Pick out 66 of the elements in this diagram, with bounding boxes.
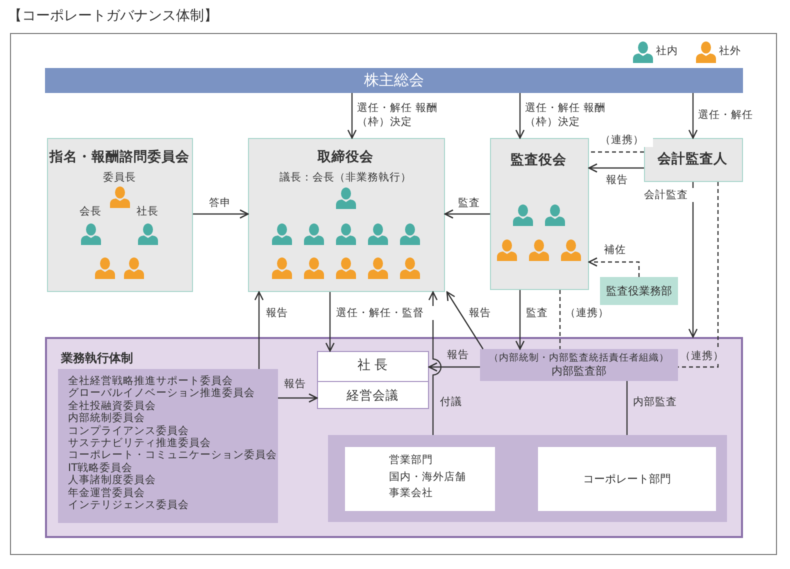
- node-text: 委員長: [103, 171, 136, 184]
- arrow: [193, 209, 249, 219]
- committee-name: 人事諸制度委員会: [68, 475, 156, 487]
- node-title: 会計監査人: [658, 150, 728, 167]
- node-text: 内部監査部: [552, 364, 606, 378]
- node-text: 経営会議: [346, 387, 398, 402]
- arrow: [428, 291, 442, 435]
- dashed-connector: [678, 182, 719, 368]
- arrow: [325, 292, 335, 352]
- board-panel: [248, 138, 445, 292]
- node-title: 監査役業務部: [606, 284, 672, 298]
- dashed-connector: [589, 151, 644, 153]
- node-title: 株主総会: [364, 71, 424, 89]
- arrow: [688, 182, 698, 338]
- committee-name: コンプライアンス委員会: [68, 426, 189, 437]
- committee-name: 全社経営戦略推進サポート委員会: [68, 376, 233, 387]
- committee-name: IT戦略委員会: [68, 462, 133, 474]
- arrow: [444, 209, 490, 219]
- edge-label: 会計監査: [643, 188, 697, 202]
- node-title: 監査役会: [510, 151, 566, 168]
- committee-name: グローバルイノベーション推進委員会: [68, 388, 255, 400]
- node-title: 指名・報酬諮問委員会: [50, 148, 190, 165]
- legend-label: 社外: [719, 45, 741, 58]
- node-title: 社 長: [357, 358, 388, 374]
- committee-name: インテリジェンス委員会: [68, 500, 189, 512]
- node-title: コーポレート部門: [583, 472, 671, 486]
- shareholders-bar: [45, 68, 743, 93]
- accounting-auditor-box: [644, 138, 743, 182]
- office-box: [600, 277, 678, 305]
- committee-list-panel: [58, 369, 278, 523]
- arrow: [428, 362, 480, 372]
- committee-name: 内部統制委員会: [68, 413, 145, 425]
- arrow: [278, 393, 318, 403]
- division-name: 国内・海外店舗: [389, 472, 466, 484]
- node-text: 会長: [80, 205, 102, 218]
- executive-panel: [45, 337, 743, 538]
- node-text: 社長: [136, 205, 158, 218]
- arrow: [347, 93, 357, 139]
- committee-name: 年金運営委員会: [68, 488, 145, 500]
- arrow: [515, 290, 525, 350]
- arrow: [515, 93, 525, 139]
- division-name: 事業会社: [389, 488, 433, 500]
- arrow: [688, 93, 698, 139]
- diagram-title: 【コーポレートガバナンス体制】: [8, 8, 218, 25]
- division-name: 営業部門: [389, 455, 433, 467]
- arrow: [588, 163, 644, 173]
- president-box: [317, 351, 429, 409]
- committee-name: サステナビリティ推進委員会: [68, 438, 211, 450]
- committee-panel: [47, 138, 193, 292]
- internal-audit-box: [480, 349, 678, 381]
- node-title: 取締役会: [318, 148, 374, 165]
- node-title: （内部統制・内部監査統括責任者組織）: [489, 352, 669, 364]
- arrow: [446, 291, 484, 350]
- node-text: 議長：会長（非業務執行）: [280, 171, 412, 184]
- edge-label: 選任・解任・監督: [335, 306, 435, 320]
- dashed-connector: [559, 290, 561, 349]
- division-band: [328, 435, 727, 522]
- committee-name: コーポレート・コミュニケーション委員会: [68, 450, 277, 462]
- legend-label: 社内: [656, 45, 678, 58]
- committee-name: 全社投融資委員会: [68, 400, 156, 412]
- auditor-board-panel: [490, 138, 589, 290]
- dashed-connector: [588, 257, 640, 277]
- node-title: 業務執行体制: [61, 351, 133, 366]
- division-box: [538, 447, 716, 511]
- arrow: [254, 291, 264, 369]
- division-box: [345, 447, 495, 511]
